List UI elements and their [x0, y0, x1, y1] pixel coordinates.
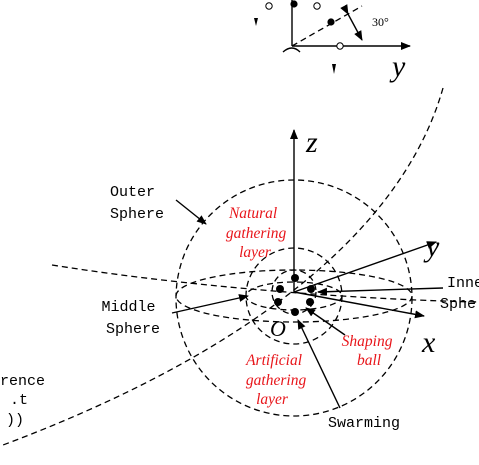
swarm-dot [307, 285, 315, 293]
inset-dot [290, 0, 298, 8]
y-axis-label: y [423, 230, 440, 263]
swarm-dot [291, 308, 299, 316]
y-axis [293, 241, 437, 293]
inset-angle-arrow [340, 4, 363, 41]
middle-sphere-label: Middle Sphere [101, 299, 164, 338]
inset-30-degree-line [291, 5, 363, 47]
outer-sphere-label: Outer Sphere [110, 184, 164, 223]
top-inset: 30° y [254, 0, 411, 83]
swarming-label: Swarming [328, 415, 400, 432]
natural-gathering-layer-label: Natural gathering layer [226, 205, 290, 261]
orbital-plane-line [51, 264, 479, 303]
inset-arc-fragment [282, 47, 301, 53]
inset-y-axis-label: y [389, 50, 406, 83]
inset-fragment-mark [332, 64, 336, 74]
inset-open-dot [336, 42, 344, 50]
shaping-ball-pointer [305, 307, 346, 336]
swarm-dot [274, 298, 282, 306]
shaping-ball-label: Shaping ball [342, 333, 397, 369]
swarm-dot [276, 285, 284, 293]
swarming-pointer [297, 319, 341, 409]
z-axis-label: z [305, 126, 318, 159]
swarm-dot [306, 298, 314, 306]
inset-dot [327, 18, 335, 26]
inset-open-dot [265, 2, 273, 10]
swarm-dot [291, 274, 299, 282]
inner-sphere-label: Inne Sphe [440, 275, 479, 313]
x-axis [293, 291, 425, 319]
reference-fragment-label: rence .t )) [0, 373, 54, 429]
outer-sphere-pointer [175, 199, 207, 225]
x-axis-label: x [421, 326, 436, 359]
artificial-gathering-layer-label: Artificial gathering layer [245, 352, 310, 408]
inset-fragment-mark [254, 18, 258, 26]
origin-label: O [270, 316, 286, 341]
middle-sphere-pointer [171, 294, 249, 314]
angle-label: 30° [372, 15, 389, 29]
inset-open-dot [313, 2, 321, 10]
inner-sphere-pointer [317, 287, 444, 296]
